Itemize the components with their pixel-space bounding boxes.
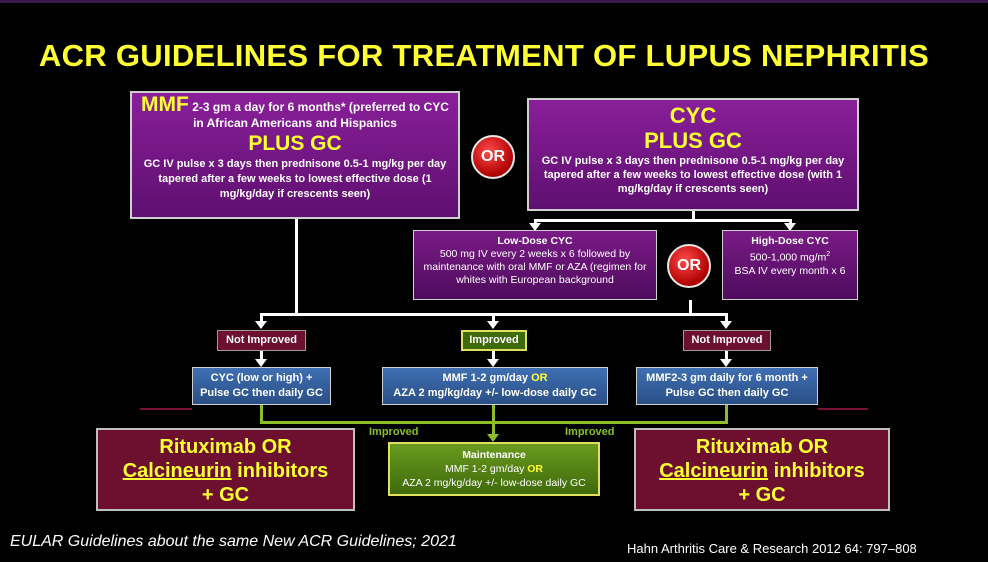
improved-line	[725, 405, 728, 423]
high-dose-title: High-Dose CYC	[751, 235, 829, 247]
rescue-right-line1: Rituximab OR	[695, 436, 829, 458]
arrow-head	[487, 359, 499, 367]
cyc-regimen-box: CYC PLUS GC GC IV pulse x 3 days then pr…	[527, 98, 859, 211]
maintenance-title: Maintenance	[462, 449, 526, 461]
connector-line	[260, 351, 263, 361]
cyc-gc-text: GC IV pulse x 3 days then prednisone 0.5…	[541, 155, 845, 195]
maintenance-or: OR	[527, 463, 544, 475]
mmf-gc-text: GC IV pulse x 3 days then prednisone 0.5…	[143, 158, 447, 200]
arrow-head	[784, 223, 796, 231]
rescue-left-line3: + GC	[201, 484, 250, 506]
arrow-head	[255, 321, 267, 329]
arrow-head	[720, 321, 732, 329]
improved-label-left: Improved	[369, 426, 419, 438]
rescue-left-calcineurin: Calcineurin	[122, 460, 232, 482]
blue-right-line1: MMF2-3 gm daily for 6 month +	[646, 372, 808, 384]
high-dose-line2: BSA IV every month x 6	[734, 264, 846, 277]
rescue-left-line1: Rituximab OR	[159, 436, 292, 458]
not-improved-line	[140, 408, 192, 410]
or-badge-middle: OR	[667, 244, 711, 288]
page-title: ACR GUIDELINES FOR TREATMENT OF LUPUS NE…	[38, 38, 930, 73]
rescue-right-calcineurin: Calcineurin	[659, 460, 769, 482]
blue-mid-line2: AZA 2 mg/kg/day +/- low-dose daily GC	[393, 387, 597, 399]
rescue-box-right: Rituximab OR Calcineurin inhibitors + GC	[634, 428, 890, 511]
not-improved-line	[818, 408, 868, 410]
maintenance-line1: MMF 1-2 gm/day	[444, 463, 528, 475]
blue-box-middle: MMF 1-2 gm/day OR AZA 2 mg/kg/day +/- lo…	[382, 367, 608, 405]
cyc-drug-label: CYC	[669, 103, 717, 128]
cyc-plus-gc: PLUS GC	[644, 128, 742, 153]
mmf-plus-gc: PLUS GC	[248, 132, 342, 155]
connector-line	[725, 313, 728, 324]
footer-citation: Hahn Arthritis Care & Research 2012 64: …	[627, 541, 917, 556]
connector-line	[534, 219, 537, 225]
high-dose-sup: 2	[826, 251, 831, 258]
connector-line	[260, 313, 263, 324]
arrow-head	[487, 321, 499, 329]
connector-line	[789, 219, 792, 225]
connector-line	[692, 211, 695, 221]
arrow-head	[487, 434, 499, 442]
connector-line	[689, 300, 692, 315]
connector-line	[295, 219, 298, 315]
rescue-left-inhibitors: inhibitors	[231, 460, 329, 482]
connector-line	[492, 351, 495, 361]
connector-line	[725, 351, 728, 361]
blue-left-line1: CYC (low or high) +	[210, 372, 313, 384]
blue-box-right: MMF2-3 gm daily for 6 month + Pulse GC t…	[636, 367, 818, 405]
maintenance-line2: AZA 2 mg/kg/day +/- low-dose daily GC	[402, 477, 586, 489]
footer-note: EULAR Guidelines about the same New ACR …	[10, 533, 457, 550]
maintenance-box: Maintenance MMF 1-2 gm/day OR AZA 2 mg/k…	[388, 442, 600, 496]
blue-mid-line1: MMF 1-2 gm/day	[442, 372, 532, 384]
blue-mid-or: OR	[531, 372, 548, 384]
status-not-improved-left: Not Improved	[217, 330, 306, 351]
arrow-head	[720, 359, 732, 367]
improved-line	[492, 405, 495, 436]
arrow-head	[529, 223, 541, 231]
improved-label-right: Improved	[565, 426, 615, 438]
blue-right-line2: Pulse GC then daily GC	[665, 387, 789, 399]
or-badge-top: OR	[471, 135, 515, 179]
high-dose-cyc-box: High-Dose CYC 500-1,000 mg/m2 BSA IV eve…	[722, 230, 858, 300]
rescue-right-line3: + GC	[738, 484, 786, 506]
low-dose-text: 500 mg IV every 2 weeks x 6 followed by …	[423, 248, 647, 286]
connector-line	[534, 219, 792, 222]
status-improved-middle: Improved	[461, 330, 527, 351]
mmf-regimen-box: MMF 2-3 gm a day for 6 months* (preferre…	[130, 91, 460, 219]
high-dose-line1: 500-1,000 mg/m	[749, 251, 827, 264]
connector-line	[492, 313, 495, 324]
blue-left-line2: Pulse GC then daily GC	[200, 387, 323, 399]
improved-line	[260, 405, 263, 423]
low-dose-title: Low-Dose CYC	[497, 235, 573, 247]
blue-box-left: CYC (low or high) + Pulse GC then daily …	[192, 367, 331, 405]
mmf-dose-text: 2-3 gm a day for 6 months* (preferred to…	[192, 100, 449, 130]
mmf-drug-label: MMF	[141, 93, 189, 116]
arrow-head	[255, 359, 267, 367]
top-accent-bar	[0, 0, 988, 3]
low-dose-cyc-box: Low-Dose CYC 500 mg IV every 2 weeks x 6…	[413, 230, 657, 300]
status-not-improved-right: Not Improved	[683, 330, 771, 351]
rescue-right-inhibitors: inhibitors	[768, 460, 865, 482]
rescue-box-left: Rituximab OR Calcineurin inhibitors + GC	[96, 428, 355, 511]
